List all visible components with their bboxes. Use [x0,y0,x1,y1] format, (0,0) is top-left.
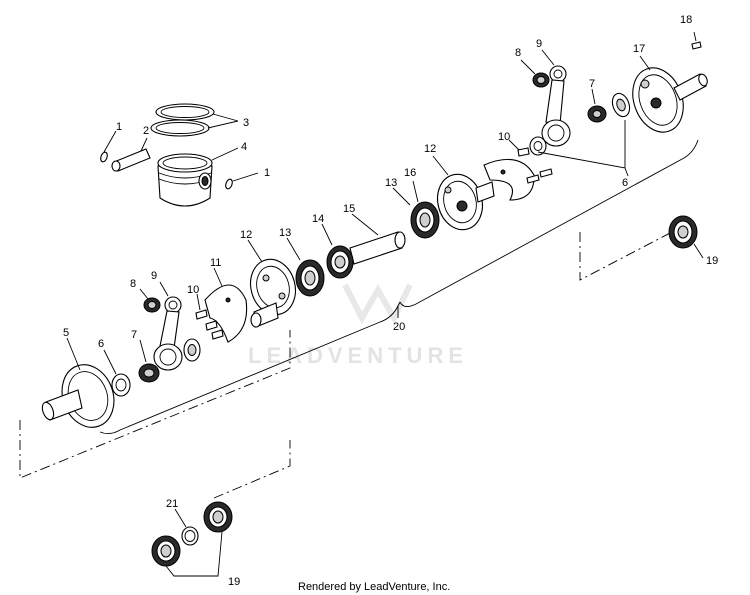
needle-bearing-lower [139,288,161,313]
left-group [41,267,248,428]
woodruff-key [691,31,702,50]
watermark: LEADVENTURE [248,283,468,368]
crank-web-upper [432,155,495,231]
spacer-ring [174,508,199,546]
crank-pin [349,213,406,265]
callout-14: 14 [312,213,324,225]
circlip-left [100,151,108,163]
crank-web-lower [247,239,297,328]
callout-10b: 10 [187,284,199,296]
washer-upper [611,92,631,118]
connecting-rod-lower [153,281,183,371]
counterweight-plate-upper [483,158,535,201]
callout-8a: 8 [515,47,521,59]
screw-upper-b [539,168,553,178]
main-bearing-bottom-left [151,535,181,567]
callout-15: 15 [343,203,355,215]
callout-10a: 10 [498,131,510,143]
circlip-right [225,178,233,190]
callout-5: 5 [63,327,69,339]
callout-8b: 8 [130,278,136,290]
thrust-washer-lower [103,349,131,397]
callout-12b: 12 [240,229,252,241]
thrust-washer-upper [529,136,547,156]
callout-2: 2 [143,125,149,137]
bearing-lower [138,339,160,383]
counterweight-plate-lower [204,267,248,343]
needle-bearing-upper [520,59,550,88]
callout-11: 11 [210,257,221,269]
connecting-rod-upper [541,49,571,147]
seal-upper [410,180,440,239]
callout-1b: 1 [264,167,270,179]
watermark-logo-icon [342,283,413,325]
pin-upper [508,139,530,157]
piston-rings [150,103,239,137]
bearing-upper [587,88,607,123]
washer-lower [183,338,201,362]
callout-4: 4 [241,141,247,153]
main-bearing-bottom-right [203,501,233,533]
assembly-lines [19,139,699,499]
callout-20: 20 [393,321,405,333]
center-shaft-group [247,213,406,328]
bottom-bearings [151,215,704,577]
callout-12a: 12 [424,143,436,155]
callout-1a: 1 [116,121,122,133]
callout-19b: 19 [228,576,240,588]
callout-18: 18 [680,14,692,26]
callout-19a: 19 [706,255,718,267]
screws-lower [195,293,224,340]
seal-center [286,237,325,297]
piston [157,147,239,207]
screw-upper-a [526,174,540,184]
crank-half-left [41,337,115,428]
footer-credit: Rendered by LeadVenture, Inc. [298,581,450,593]
piston-group [100,103,259,207]
watermark-text: LEADVENTURE [248,343,468,368]
callout-6a: 6 [622,177,628,189]
callout-13a: 13 [385,177,397,189]
main-bearing-center [321,223,354,279]
callout-16: 16 [404,167,416,179]
callout-7a: 7 [589,78,595,90]
callout-13b: 13 [279,227,291,239]
callout-3: 3 [243,117,249,129]
callout-6b: 6 [98,338,104,350]
callout-9a: 9 [536,38,542,50]
crank-half-right [632,55,708,133]
callout-9b: 9 [151,270,157,282]
callout-labels: 1 2 3 4 1 18 8 9 17 7 10 12 16 13 6 14 1… [63,14,718,588]
callout-21: 21 [166,498,178,510]
callout-17: 17 [633,43,645,55]
main-bearing-right [668,215,704,259]
callout-7b: 7 [131,329,137,341]
wrist-pin [111,137,151,172]
upper-right-group [392,31,708,239]
